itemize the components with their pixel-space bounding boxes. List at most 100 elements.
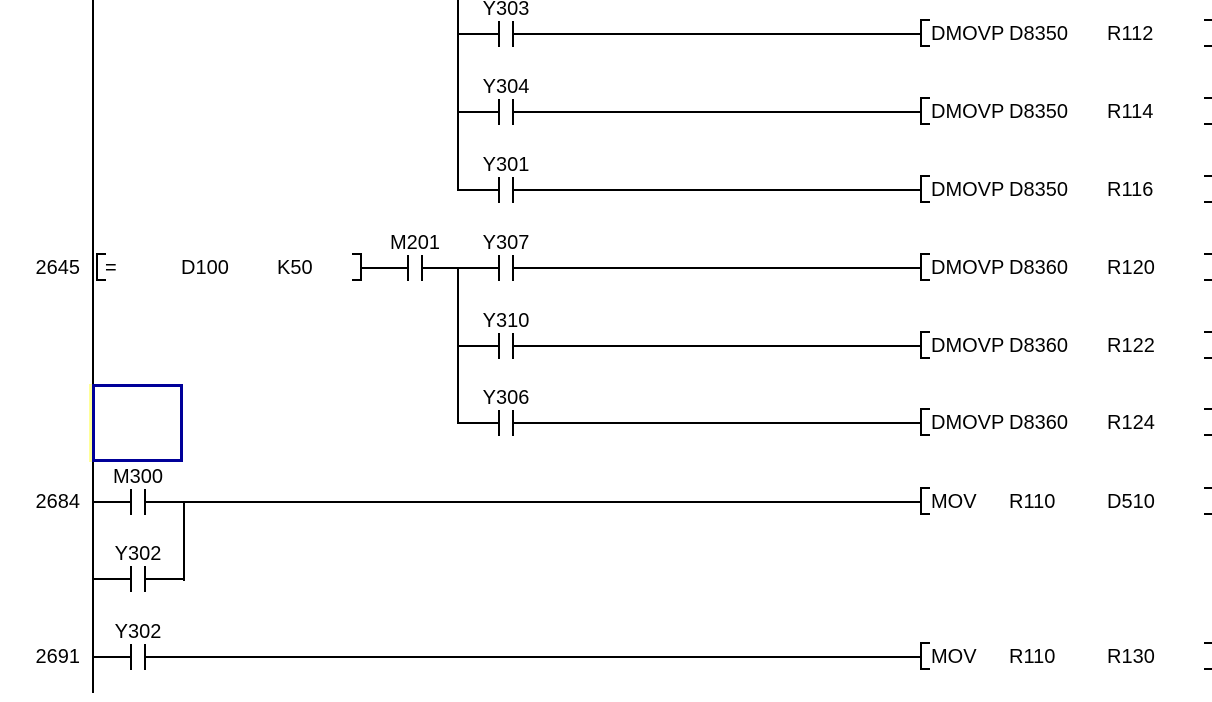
instruction-cell[interactable]: MOV R110 D510: [920, 487, 1212, 515]
instruction-dest: R124: [1107, 412, 1155, 434]
instruction-close-bracket-tick: [1204, 19, 1212, 21]
instruction-source: D8360: [1009, 412, 1068, 434]
instruction-cell[interactable]: DMOVP D8350 R112: [920, 19, 1212, 47]
instruction-cell[interactable]: MOV R110 R130: [920, 642, 1212, 670]
instruction-opcode: DMOVP: [931, 23, 1005, 45]
instruction-cell[interactable]: DMOVP D8360 R120: [920, 253, 1212, 281]
instruction-source: D8350: [1009, 101, 1068, 123]
contact-cell[interactable]: [130, 489, 146, 515]
instruction-close-bracket-tick: [1204, 513, 1212, 515]
instruction-close-bracket-tick: [1204, 434, 1212, 436]
instruction-open-bracket: [920, 97, 930, 125]
wire: [457, 345, 498, 347]
wire: [514, 345, 920, 347]
instruction-source: R110: [1009, 646, 1056, 668]
instruction-source: R110: [1009, 491, 1056, 513]
wire: [457, 189, 498, 191]
wire: [423, 267, 498, 269]
contact-cell[interactable]: [498, 255, 514, 281]
contact-label: Y302: [114, 621, 162, 643]
contact-label: Y310: [482, 310, 530, 332]
contact-cell[interactable]: [498, 410, 514, 436]
top-branch-rail: [457, 0, 459, 191]
instruction-close-bracket-tick: [1204, 668, 1212, 670]
instruction-cell[interactable]: DMOVP D8350 R114: [920, 97, 1212, 125]
compare-source2: K50: [277, 257, 313, 279]
instruction-close-bracket-tick: [1204, 175, 1212, 177]
contact-cell[interactable]: [407, 255, 423, 281]
instruction-open-bracket: [920, 253, 930, 281]
instruction-open-bracket: [920, 175, 930, 203]
instruction-opcode: MOV: [931, 646, 977, 668]
instruction-source: D8350: [1009, 23, 1068, 45]
instruction-opcode: MOV: [931, 491, 977, 513]
compare-open-bracket: [96, 253, 106, 281]
instruction-opcode: DMOVP: [931, 179, 1005, 201]
instruction-dest: R116: [1107, 179, 1154, 201]
instruction-close-bracket-tick: [1204, 487, 1212, 489]
contact-cell[interactable]: [498, 99, 514, 125]
instruction-dest: R114: [1107, 101, 1154, 123]
instruction-cell[interactable]: DMOVP D8360 R122: [920, 331, 1212, 359]
contact-label: M300: [112, 466, 164, 488]
instruction-source: D8360: [1009, 257, 1068, 279]
selection-glow: [89, 384, 92, 462]
instruction-opcode: DMOVP: [931, 101, 1005, 123]
contact-label: Y304: [482, 76, 530, 98]
contact-label: Y302: [114, 543, 162, 565]
wire: [514, 33, 920, 35]
contact-cell[interactable]: [498, 333, 514, 359]
instruction-close-bracket-tick: [1204, 279, 1212, 281]
contact-label: Y307: [482, 232, 530, 254]
contact-label: M201: [389, 232, 441, 254]
wire: [457, 422, 498, 424]
wire: [514, 189, 920, 191]
wire: [92, 578, 130, 580]
instruction-open-bracket: [920, 408, 930, 436]
contact-cell[interactable]: [130, 644, 146, 670]
step-number: 2645: [35, 257, 81, 279]
compare-operator: =: [105, 257, 117, 279]
contact-label: Y301: [482, 154, 530, 176]
instruction-close-bracket-tick: [1204, 201, 1212, 203]
wire: [146, 501, 920, 503]
contact-cell[interactable]: [498, 177, 514, 203]
instruction-open-bracket: [920, 642, 930, 670]
wire: [514, 111, 920, 113]
wire: [514, 267, 920, 269]
instruction-close-bracket-tick: [1204, 45, 1212, 47]
rung-2684-branch-rail: [183, 501, 185, 581]
instruction-opcode: DMOVP: [931, 335, 1005, 357]
instruction-cell[interactable]: DMOVP D8360 R124: [920, 408, 1212, 436]
left-power-rail: [92, 0, 94, 693]
instruction-close-bracket-tick: [1204, 331, 1212, 333]
instruction-close-bracket-tick: [1204, 357, 1212, 359]
step-number: 2684: [35, 491, 81, 513]
wire: [457, 33, 498, 35]
instruction-open-bracket: [920, 331, 930, 359]
wire: [362, 267, 407, 269]
contact-cell[interactable]: [130, 566, 146, 592]
instruction-dest: R130: [1107, 646, 1155, 668]
instruction-close-bracket-tick: [1204, 97, 1212, 99]
instruction-close-bracket-tick: [1204, 642, 1212, 644]
instruction-close-bracket-tick: [1204, 123, 1212, 125]
selection-cursor: [92, 384, 183, 462]
instruction-open-bracket: [920, 19, 930, 47]
instruction-close-bracket-tick: [1204, 408, 1212, 410]
wire: [457, 111, 498, 113]
wire: [146, 656, 920, 658]
contact-label: Y306: [482, 387, 530, 409]
instruction-open-bracket: [920, 487, 930, 515]
instruction-close-bracket-tick: [1204, 253, 1212, 255]
instruction-source: D8360: [1009, 335, 1068, 357]
instruction-dest: D510: [1107, 491, 1155, 513]
compare-source1: D100: [181, 257, 229, 279]
instruction-cell[interactable]: DMOVP D8350 R116: [920, 175, 1212, 203]
contact-cell[interactable]: [498, 21, 514, 47]
instruction-dest: R120: [1107, 257, 1155, 279]
compare-instruction-cell[interactable]: = D100 K50: [96, 253, 362, 281]
instruction-source: D8350: [1009, 179, 1068, 201]
contact-label: Y303: [482, 0, 530, 20]
